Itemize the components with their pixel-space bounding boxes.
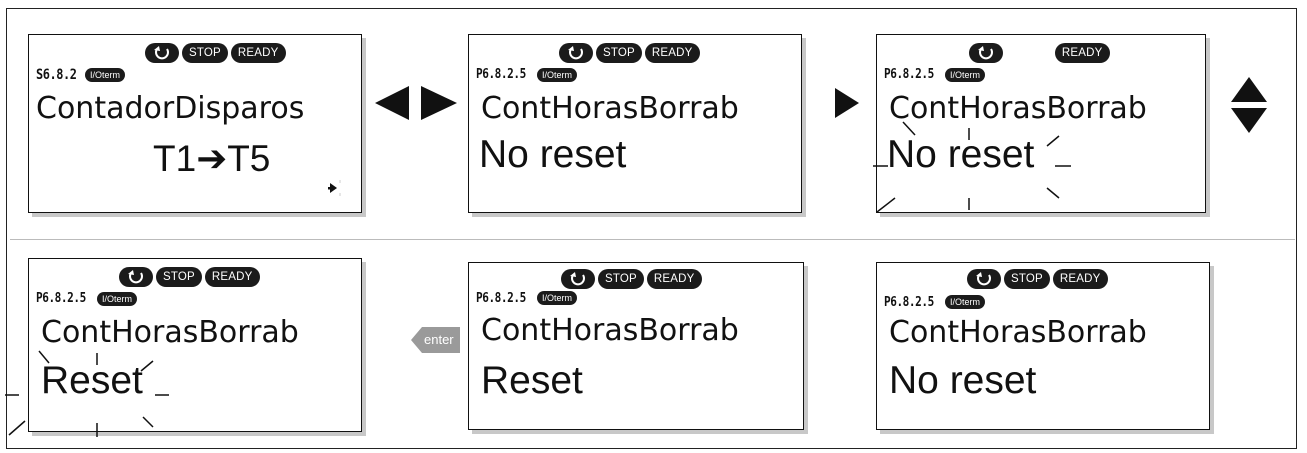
row-divider (10, 239, 1295, 240)
menu-code: S6.8.2 (36, 67, 77, 83)
io-badge: I/Oterm (945, 295, 986, 309)
value-to: T5 (227, 138, 271, 179)
status-icons: STOP READY (119, 267, 260, 287)
stop-badge: STOP (1004, 269, 1050, 289)
menu-code: P6.8.2.5 (476, 67, 526, 82)
ready-badge: READY (1054, 43, 1110, 63)
status-icons: STOP READY (969, 43, 1110, 63)
menu-code: P6.8.2.5 (476, 291, 526, 306)
menu-code: P6.8.2.5 (884, 67, 934, 82)
ready-badge: READY (646, 269, 702, 289)
diagram-frame (6, 8, 1297, 449)
io-badge: I/Oterm (537, 68, 578, 82)
display-panel-6: STOP READY P6.8.2.5 I/Oterm ContHorasBor… (876, 262, 1210, 430)
status-icons: STOP READY (561, 269, 702, 289)
stop-badge: STOP (596, 43, 642, 63)
rotation-icon (559, 43, 593, 63)
io-badge: I/Oterm (945, 68, 986, 82)
up-down-arrows-icon (1231, 77, 1267, 133)
parameter-name: ContHorasBorrab (889, 315, 1147, 350)
cursor-arrow-icon (328, 180, 341, 196)
rotation-icon (967, 269, 1001, 289)
display-panel-3: STOP READY P6.8.2.5 I/Oterm ContHorasBor… (873, 34, 1206, 213)
rotation-icon (969, 43, 1003, 63)
parameter-value: Reset (41, 359, 143, 402)
right-arrow-icon (835, 88, 859, 118)
enter-key-label: enter (424, 332, 454, 347)
display-panel-4: STOP READY P6.8.2.5 I/Oterm ContHorasBor… (5, 258, 362, 437)
parameter-value: No reset (479, 133, 627, 176)
parameter-name: ContHorasBorrab (481, 313, 739, 348)
display-panel-5: STOP READY P6.8.2.5 I/Oterm ContHorasBor… (468, 262, 804, 430)
stop-badge: STOP (598, 269, 644, 289)
ready-badge: READY (644, 43, 700, 63)
io-badge: I/Oterm (537, 291, 578, 305)
display-panel-1: STOP READY S6.8.2 I/Oterm ContadorDispar… (28, 34, 362, 213)
parameter-value: No reset (889, 359, 1037, 402)
parameter-value: No reset (887, 133, 1035, 176)
rotation-icon (119, 267, 153, 287)
parameter-name: ContHorasBorrab (41, 315, 299, 350)
parameter-name: ContHorasBorrab (481, 91, 739, 126)
io-badge: I/Oterm (97, 292, 138, 306)
parameter-name: ContadorDisparos (36, 91, 305, 126)
display-panel-2: STOP READY P6.8.2.5 I/Oterm ContHorasBor… (468, 34, 802, 213)
status-icons: STOP READY (967, 269, 1108, 289)
ready-badge: READY (204, 267, 260, 287)
status-icons: STOP READY (145, 43, 286, 63)
parameter-value: T1➔T5 (153, 137, 270, 180)
ready-badge: READY (1052, 269, 1108, 289)
value-from: T1 (153, 138, 197, 179)
status-icons: STOP READY (559, 43, 700, 63)
io-badge: I/Oterm (85, 68, 126, 82)
ready-badge: READY (230, 43, 286, 63)
stop-badge: STOP (156, 267, 202, 287)
value-arrow: ➔ (196, 137, 228, 180)
parameter-value: Reset (481, 359, 583, 402)
rotation-icon (561, 269, 595, 289)
menu-code: P6.8.2.5 (36, 291, 86, 306)
rotation-icon (145, 43, 179, 63)
left-right-arrows-icon (375, 86, 457, 120)
menu-code: P6.8.2.5 (884, 295, 934, 310)
enter-key: enter (411, 327, 460, 353)
stop-badge: STOP (182, 43, 228, 63)
parameter-name: ContHorasBorrab (889, 91, 1147, 126)
